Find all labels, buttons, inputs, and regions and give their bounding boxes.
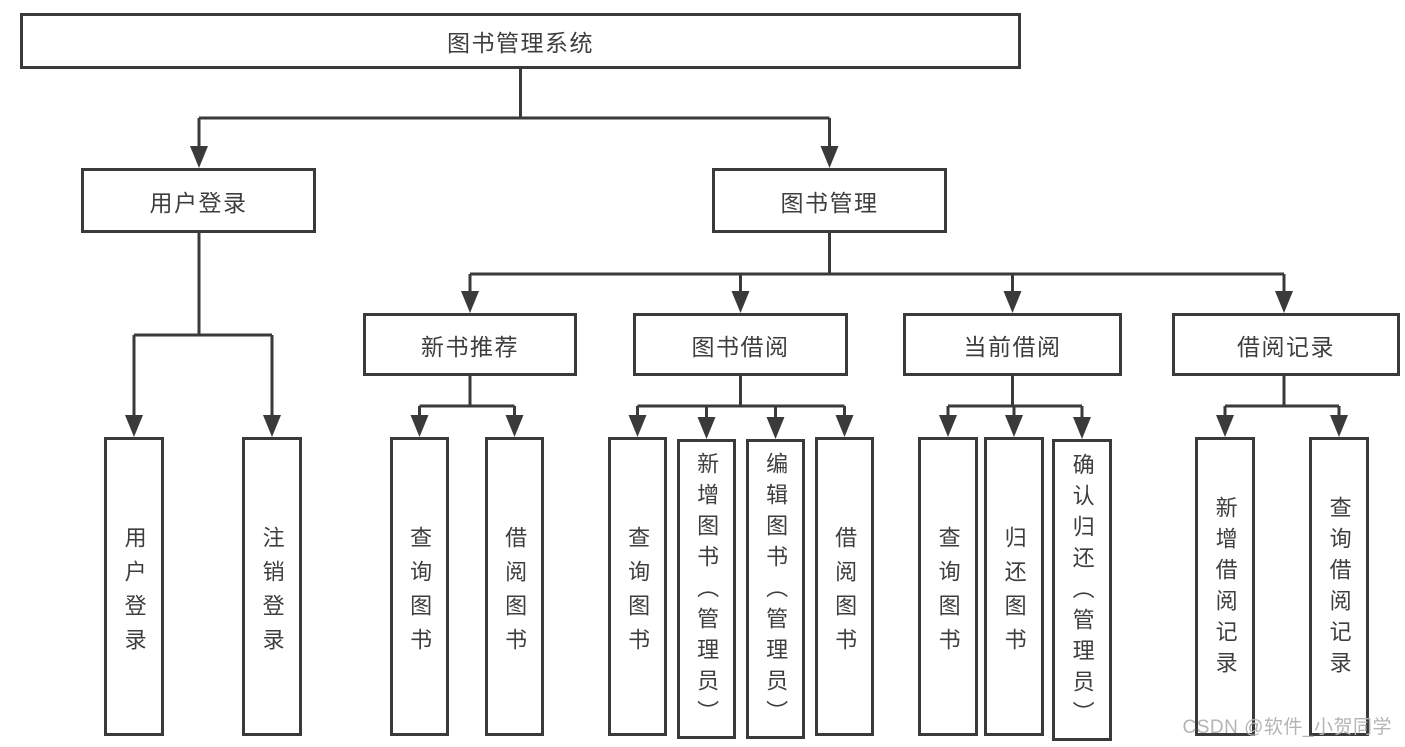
node-new-book-recommend-label: 新书推荐: [421, 333, 519, 360]
arrowhead: [835, 415, 854, 437]
leaf-recommend-borrow-book: 借阅图书: [485, 437, 544, 736]
leaf-recommend-borrow-book-label: 借阅图书: [502, 525, 528, 662]
arrowhead: [1003, 291, 1022, 313]
node-book-management-label: 图书管理: [780, 189, 879, 216]
leaf-confirm-return-admin-label: 确认归还（管理员）: [1069, 452, 1095, 732]
leaf-current-query-book-label: 查询图书: [935, 525, 961, 662]
arrowhead: [939, 415, 957, 437]
leaf-add-book-admin: 新增图书（管理员）: [677, 439, 736, 739]
node-borrow-records-label: 借阅记录: [1237, 333, 1335, 360]
arrowhead: [410, 415, 429, 437]
leaf-recommend-query-book-label: 查询图书: [407, 525, 433, 662]
arrowhead: [263, 415, 281, 437]
arrowhead: [1005, 415, 1023, 437]
node-current-borrowing-label: 当前借阅: [963, 333, 1062, 360]
leaf-recommend-query-book: 查询图书: [390, 437, 449, 736]
leaf-borrowing-borrow-book-label: 借阅图书: [832, 525, 858, 662]
node-current-borrowing: 当前借阅: [903, 313, 1122, 376]
node-book-borrowing-label: 图书借阅: [691, 333, 790, 360]
watermark-csdn: CSDN @软件_小贺同学: [1182, 717, 1392, 738]
arrowhead: [1073, 417, 1091, 439]
node-user-login: 用户登录: [81, 168, 316, 233]
arrowhead: [820, 146, 839, 168]
arrowhead: [731, 291, 750, 313]
node-book-management: 图书管理: [712, 168, 947, 233]
node-new-book-recommend: 新书推荐: [363, 313, 577, 376]
leaf-edit-book-admin-label: 编辑图书（管理员）: [763, 451, 789, 731]
node-borrow-records: 借阅记录: [1172, 313, 1400, 376]
arrowhead: [766, 417, 785, 439]
node-root: 图书管理系统: [20, 13, 1021, 69]
leaf-return-book-label: 归还图书: [1001, 525, 1027, 662]
leaf-user-login: 用户登录: [104, 437, 164, 736]
leaf-edit-book-admin: 编辑图书（管理员）: [746, 439, 805, 739]
leaf-logout-login-label: 注销登录: [259, 525, 285, 662]
arrowhead: [628, 415, 647, 437]
leaf-query-borrow-record: 查询借阅记录: [1309, 437, 1369, 736]
node-root-label: 图书管理系统: [447, 30, 594, 56]
leaf-borrowing-query-book: 查询图书: [608, 437, 667, 736]
leaf-user-login-label: 用户登录: [121, 525, 147, 662]
arrowhead: [190, 146, 208, 168]
arrowhead: [1275, 291, 1293, 313]
arrowhead: [697, 417, 716, 439]
leaf-logout-login: 注销登录: [242, 437, 302, 736]
arrowhead: [505, 415, 524, 437]
leaf-add-borrow-record: 新增借阅记录: [1195, 437, 1255, 736]
leaf-add-borrow-record-label: 新增借阅记录: [1212, 495, 1238, 682]
leaf-current-query-book: 查询图书: [918, 437, 978, 736]
leaf-confirm-return-admin: 确认归还（管理员）: [1052, 439, 1112, 741]
arrowhead: [1216, 415, 1234, 437]
leaf-return-book: 归还图书: [984, 437, 1044, 736]
arrowhead: [1330, 415, 1348, 437]
leaf-add-book-admin-label: 新增图书（管理员）: [694, 451, 720, 731]
arrowhead: [125, 415, 143, 437]
node-user-login-label: 用户登录: [149, 189, 248, 216]
leaf-borrowing-borrow-book: 借阅图书: [815, 437, 874, 736]
leaf-borrowing-query-book-label: 查询图书: [625, 525, 651, 662]
arrowhead: [461, 291, 479, 313]
node-book-borrowing: 图书借阅: [633, 313, 848, 376]
leaf-query-borrow-record-label: 查询借阅记录: [1326, 495, 1352, 682]
